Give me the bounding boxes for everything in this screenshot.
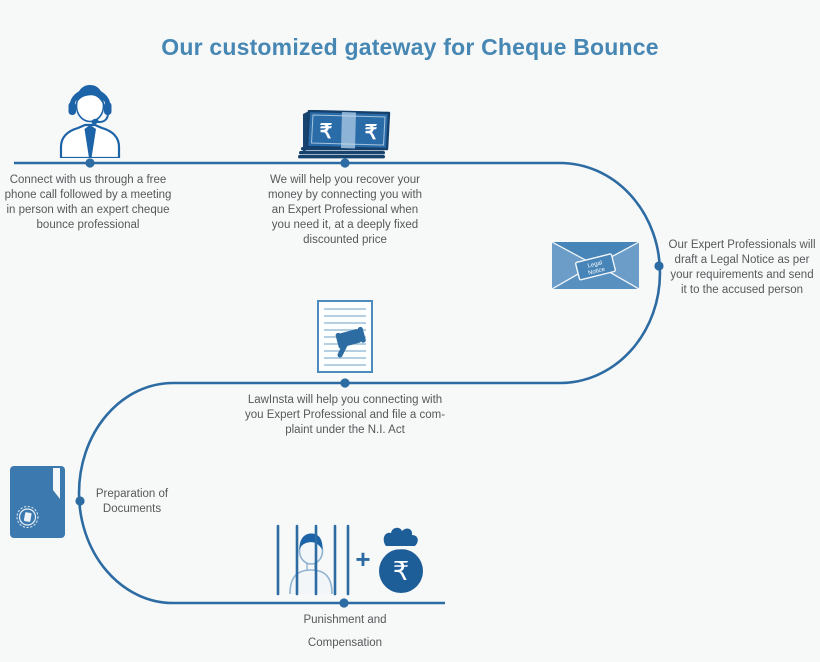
legal-notice-label-line1: Legal xyxy=(587,260,603,269)
caption-preparation: Preparation of Documents xyxy=(95,488,169,515)
gavel-icon xyxy=(335,326,366,358)
caption-punishment: Punishment and Compensation xyxy=(303,614,387,649)
documents-folder-icon xyxy=(10,466,65,538)
folder-tab xyxy=(53,468,60,499)
step-dot-notice xyxy=(654,261,664,271)
money-bag-icon: ₹ xyxy=(379,527,423,593)
seal-icon xyxy=(16,505,39,529)
step-dot-complaint xyxy=(340,378,350,388)
page-title: Our customized gateway for Cheque Bounce xyxy=(161,34,659,60)
jail-bars xyxy=(276,524,350,596)
cash-notes-icon: ₹ ₹ xyxy=(298,110,391,159)
caption-recover: We will help you recover your money by c… xyxy=(267,174,423,246)
step-dot-punishment xyxy=(339,598,349,608)
complaint-document-icon xyxy=(317,300,373,373)
bag-rupee-symbol: ₹ xyxy=(393,556,410,586)
rupee-symbol-left: ₹ xyxy=(320,121,333,143)
plus-icon: + xyxy=(355,544,370,574)
step-dot-preparation xyxy=(75,496,85,506)
support-agent-icon xyxy=(59,85,121,158)
caption-notice: Our Expert Professionals will draft a Le… xyxy=(668,239,816,296)
legal-notice-card: Legal Notice xyxy=(574,253,616,281)
caption-complaint: LawInsta will help you connecting with y… xyxy=(244,394,446,436)
legal-notice-envelope-icon: Legal Notice xyxy=(552,242,639,289)
step-dot-connect xyxy=(85,158,95,168)
jail-and-money-bag-icon: + ₹ xyxy=(276,524,423,596)
process-line xyxy=(14,161,662,605)
rupee-symbol-right: ₹ xyxy=(365,122,378,144)
caption-connect: Connect with us through a free phone cal… xyxy=(4,174,172,231)
legal-notice-label-line2: Notice xyxy=(588,267,607,277)
step-dot-recover xyxy=(340,158,350,168)
